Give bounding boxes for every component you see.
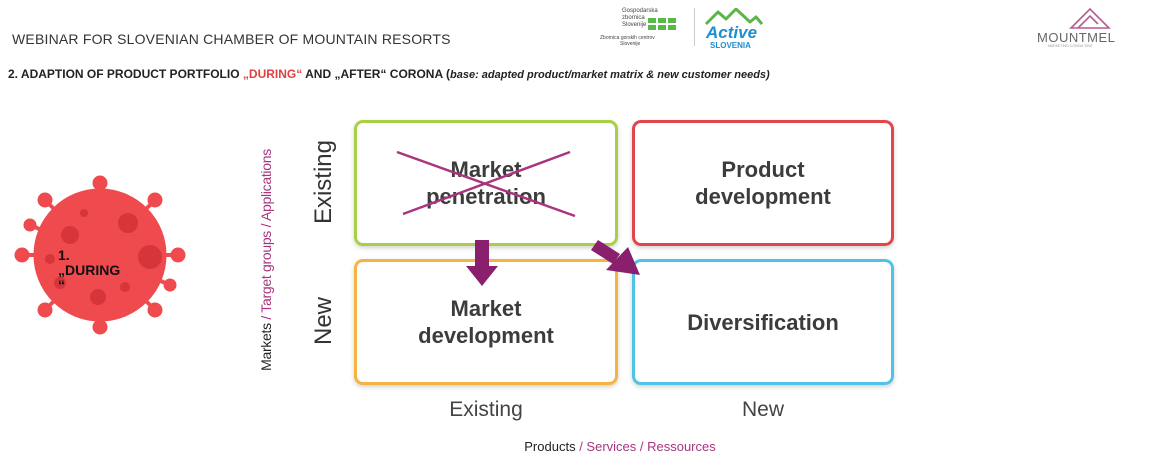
cell-market-development: Market development	[354, 259, 618, 385]
coronavirus-icon	[14, 175, 186, 335]
arrow-diagonal	[591, 240, 640, 275]
heading-base-note: base: adapted product/market matrix & ne…	[450, 69, 770, 81]
chamber-logo-line: Slovenije	[622, 22, 647, 28]
mountmel-sub: MARKETING CONSULTING	[1048, 44, 1093, 48]
active-slovenia-logo: Active SLOVENIA	[700, 6, 770, 52]
cell-diversification: Diversification	[632, 259, 894, 385]
virus-label: 1. „DURING “	[58, 233, 148, 293]
virus-label-text: 1. „DURING “	[58, 247, 121, 293]
heading-part: 2. ADAPTION OF PRODUCT PORTFOLIO	[8, 67, 240, 81]
chamber-logo-sub: Zbornica gorskih centrov	[600, 35, 655, 41]
webinar-title: WEBINAR FOR SLOVENIAN CHAMBER OF MOUNTAI…	[12, 31, 451, 47]
col-label-new: New	[741, 398, 784, 421]
mountain-peaks-icon	[704, 8, 764, 26]
mountmel-logo: MOUNTMEL MARKETING CONSULTING	[1032, 6, 1157, 48]
section-heading: 2. ADAPTION OF PRODUCT PORTFOLIO „DURING…	[8, 67, 770, 81]
heading-during: „DURING“	[239, 67, 303, 81]
mountmel-mark-icon	[1069, 7, 1111, 29]
active-logo-word: Active	[706, 23, 758, 42]
mountmel-word: MOUNTMEL	[1037, 30, 1116, 45]
cell-product-development: Product development	[632, 120, 894, 246]
x-axis-products: Products	[524, 439, 576, 454]
x-axis-rest: / Services / Ressources	[575, 439, 716, 454]
cell-label: Market penetration	[426, 157, 546, 209]
cell-label: Market development	[418, 296, 554, 348]
strike-cross	[396, 150, 576, 218]
arrow-down	[466, 240, 498, 286]
cell-label: Diversification	[687, 309, 839, 335]
col-label-existing: Existing	[449, 398, 523, 421]
active-logo-sub: SLOVENIA	[710, 41, 751, 50]
chamber-logo-line: zbornica	[622, 15, 645, 21]
chamber-logo: Gospodarska zbornica Slovenije Zbornica …	[598, 6, 692, 52]
cell-label: Product development	[695, 157, 831, 209]
chamber-logo-sub: Slovenije	[620, 41, 641, 47]
x-axis-label: Products / Services / Ressources	[440, 439, 800, 454]
chamber-logo-line: Gospodarska	[622, 8, 658, 14]
heading-part: AND „AFTER“ CORONA (	[302, 67, 451, 81]
logo-divider	[694, 8, 695, 46]
chamber-grid-icon	[648, 18, 676, 30]
